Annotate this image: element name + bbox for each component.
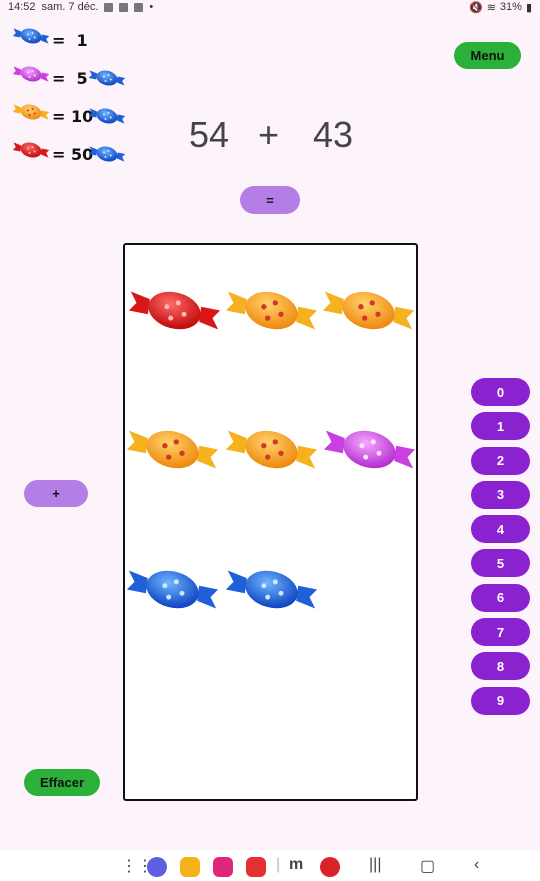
orange-candy-icon [12,100,50,124]
legend-value: = 1 [52,31,88,50]
menu-button[interactable]: Menu [454,42,521,69]
legend-row-orange: = 10 [12,98,132,136]
blue-candy-icon [12,24,50,48]
blue-candy[interactable] [125,552,220,627]
gmail-icon [119,2,129,12]
digit-6-button[interactable]: 6 [471,583,530,612]
mi-icon[interactable]: m [289,856,304,873]
digit-pad: 0 1 2 3 4 5 6 7 8 9 [471,378,530,721]
orange-candy[interactable] [224,273,319,348]
digit-5-button[interactable]: 5 [471,549,530,578]
legend-row-red: = 50 [12,136,132,174]
apps-grid-icon[interactable]: ⋮⋮ [121,858,153,875]
navigation-bar [0,850,540,881]
status-date: sam. 7 déc. [41,1,99,13]
operator: + [258,114,280,155]
battery-icon: ▮ [525,1,532,14]
legend-row-purple: = 5 [12,60,132,98]
purple-candy-icon [12,62,50,86]
orange-candy[interactable] [321,273,416,348]
app-red-icon[interactable] [320,857,340,877]
blue-candy-icon [88,104,126,128]
red-candy[interactable] [127,273,222,348]
digit-7-button[interactable]: 7 [471,618,530,647]
legend-value: = 5 [52,69,88,88]
home-icon[interactable]: ▢ [420,858,436,875]
equals-button[interactable]: = [240,186,300,214]
battery-level: 31% [499,1,522,13]
digit-1-button[interactable]: 1 [471,412,530,441]
blue-candy-icon [88,66,126,90]
orange-candy[interactable] [224,412,319,487]
legend-value: = 10 [52,107,94,126]
purple-candy[interactable] [322,412,417,487]
legend-row-blue: = 1 [12,22,132,60]
flipboard-icon[interactable] [246,857,266,877]
plus-button[interactable]: + [24,480,88,507]
digit-3-button[interactable]: 3 [471,480,530,509]
digit-2-button[interactable]: 2 [471,446,530,475]
mute-icon: 🔇 [468,1,483,14]
folder-icon[interactable] [180,857,200,877]
digit-4-button[interactable]: 4 [471,515,530,544]
digit-8-button[interactable]: 8 [471,652,530,681]
status-bar: 14:52 sam. 7 déc. • 🔇 ≋ 31% ▮ [0,0,540,14]
blue-candy-icon [88,142,126,166]
status-dot: • [149,1,154,13]
wifi-icon: ≋ [486,1,496,14]
orange-candy[interactable] [125,412,220,487]
notification-icon [134,2,144,12]
clear-button[interactable]: Effacer [24,769,100,796]
operand-a: 54 [189,114,230,155]
blue-candy[interactable] [224,552,319,627]
candy-legend: = 1 = 5 = 10 = 50 [12,22,132,174]
flower-icon[interactable] [213,857,233,877]
recents-icon[interactable]: ||| [369,856,382,873]
notification-icon [104,2,114,12]
candy-board[interactable] [123,243,418,801]
status-time: 14:52 [8,1,36,13]
back-icon[interactable]: ‹ [474,856,480,873]
operand-b: 43 [313,114,354,155]
red-candy-icon [12,138,50,162]
divider-icon: | [276,856,281,873]
digit-9-button[interactable]: 9 [471,686,530,715]
legend-value: = 50 [52,145,94,164]
digit-0-button[interactable]: 0 [471,378,530,406]
browser-icon[interactable] [147,857,167,877]
